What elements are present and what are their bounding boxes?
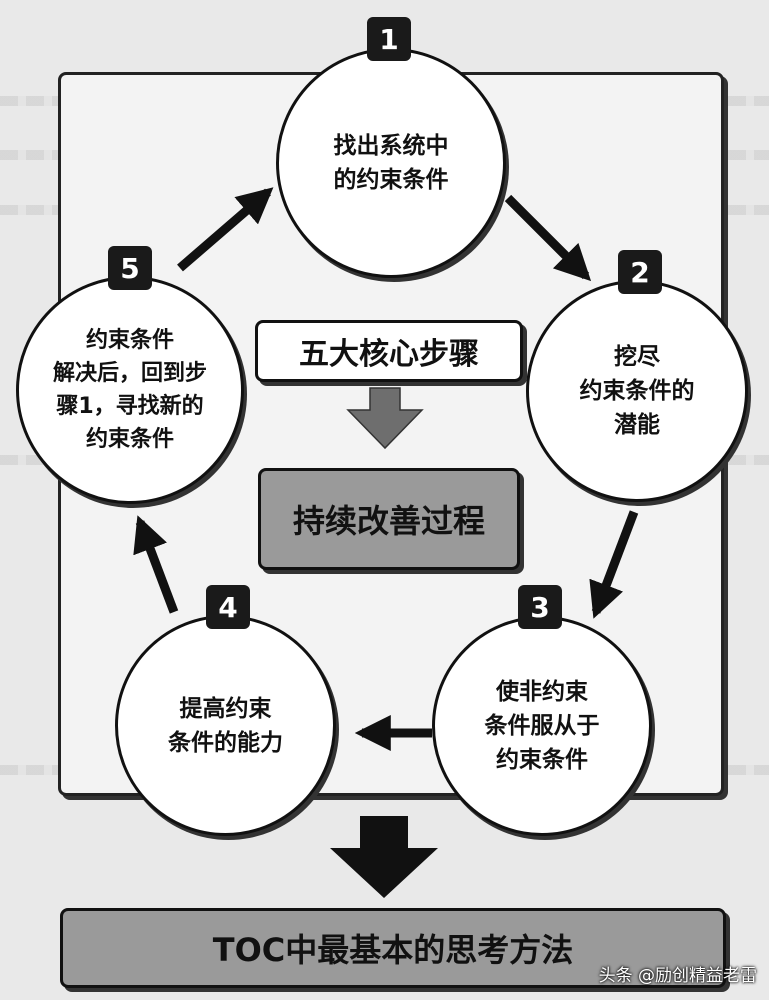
step-4-number-badge: 4 (206, 585, 250, 629)
step-1-text: 找出系统中 的约束条件 (333, 133, 449, 193)
step-5-circle: 约束条件 解决后，回到步 骤1，寻找新的 约束条件 (16, 276, 244, 504)
step-4-text: 提高约束 条件的能力 (168, 695, 283, 756)
arrow-step1-to-step2 (504, 194, 592, 282)
step-2-text: 挖尽 约束条件的 潜能 (579, 344, 695, 438)
step-4-circle: 提高约束 条件的能力 (115, 615, 336, 836)
bottom-label: TOC中最基本的思考方法 (60, 908, 726, 988)
step-2-circle: 挖尽 约束条件的 潜能 (526, 280, 748, 502)
arrow-step4-to-step5 (133, 515, 179, 614)
arrow-cycle-to-bottom (330, 816, 438, 898)
step-5-number-badge: 5 (108, 246, 152, 290)
step-3-circle: 使非约束 条件服从于 约束条件 (432, 616, 652, 836)
step-1-circle: 找出系统中 的约束条件 (276, 48, 506, 278)
arrow-step5-to-step1 (177, 187, 274, 272)
arrow-step2-to-step3 (589, 510, 639, 619)
step-5-text: 约束条件 解决后，回到步 骤1，寻找新的 约束条件 (52, 328, 207, 452)
watermark-text: 头条 @励创精益老雷 (598, 966, 757, 986)
step-1-number-badge: 1 (367, 17, 411, 61)
step-3-number-badge: 3 (518, 585, 562, 629)
center-title: 五大核心步骤 (255, 320, 523, 382)
arrow-title-to-process (346, 387, 424, 450)
step-3-text: 使非约束 条件服从于 约束条件 (484, 679, 600, 773)
step-2-number-badge: 2 (618, 250, 662, 294)
process-label: 持续改善过程 (258, 468, 520, 570)
